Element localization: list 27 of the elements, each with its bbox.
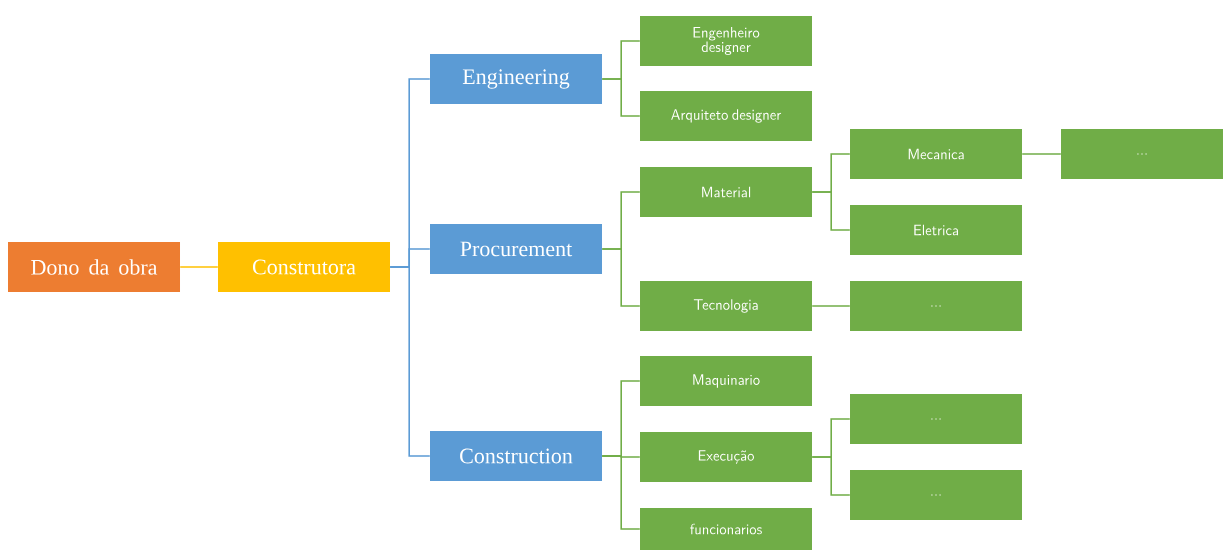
connector	[601, 455, 641, 530]
org-box: Execução	[640, 432, 812, 482]
org-box: Maquinario	[640, 356, 812, 406]
connector	[811, 456, 851, 496]
connector	[601, 248, 641, 307]
org-box: Material	[640, 167, 812, 217]
org-box: Engineering	[430, 54, 602, 104]
connector	[811, 305, 851, 307]
connector	[1021, 153, 1062, 155]
org-box: Arquiteto designer	[640, 91, 812, 141]
org-box: Tecnologia	[640, 281, 812, 331]
org-box: Construtora	[218, 242, 390, 292]
org-box: ...	[850, 394, 1022, 444]
org-box: ...	[1061, 129, 1223, 179]
org-box: ...	[850, 470, 1022, 520]
org-box: Procurement	[430, 224, 602, 274]
connector	[389, 266, 431, 457]
org-box: Eletrica	[850, 205, 1022, 255]
org-box: funcionarios	[640, 508, 812, 550]
connector	[811, 191, 851, 231]
org-box: Engenheiro designer	[640, 16, 812, 66]
connector	[601, 78, 641, 117]
connector	[179, 266, 219, 268]
org-box: Construction	[430, 431, 602, 481]
org-box: ...	[850, 281, 1022, 331]
org-box: Dono da obra	[8, 242, 180, 292]
org-box: Mecanica	[850, 129, 1022, 179]
